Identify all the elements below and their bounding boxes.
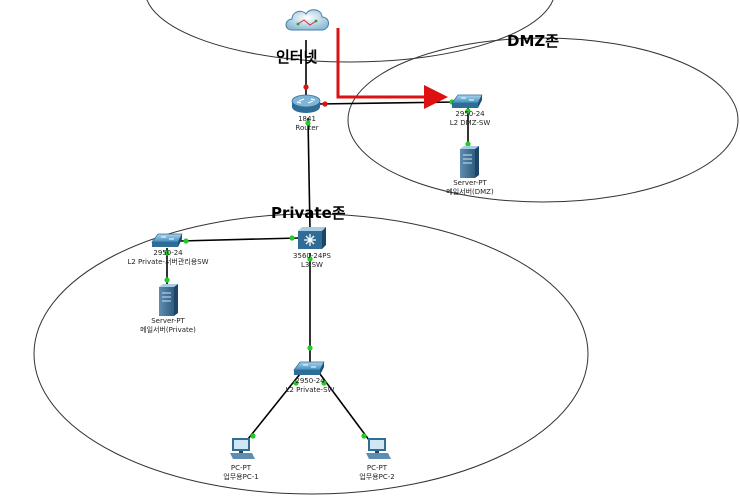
pc1-name-label: 업무용PC-1 [223,473,258,481]
router-model-label: 1841 [298,115,316,123]
router-name-label: Router [295,124,318,132]
link-l3-mgmt-switch[interactable] [179,237,300,242]
l3-switch-icon[interactable] [298,227,326,249]
dmz-switch-icon[interactable] [451,94,483,108]
pc2-name-label: 업무용PC-2 [359,473,394,481]
mgmt-switch-model-label: 2950-24 [153,249,183,257]
link-private-switch-pc1[interactable] [243,373,301,445]
internet-cloud-icon[interactable] [285,9,329,31]
dmz-switch-model-label: 2950-24 [455,110,485,118]
mgmt-switch-icon[interactable] [151,233,183,247]
private-server-name-label: 메일서버(Private) [140,325,196,334]
dmz-server-model-label: Server-PT [453,179,487,187]
dmz-zone-title: DMZ존 [507,32,559,50]
link-private-switch-pc2[interactable] [319,373,373,445]
private-server-icon[interactable] [159,284,178,316]
pc1-icon[interactable] [230,438,255,459]
l3-switch-model-label: 3560-24PS [293,252,331,260]
l3-switch-name-label: L3 SW [301,261,323,269]
link-router-l3-switch[interactable] [307,117,311,231]
private-zone-boundary [33,213,589,495]
pc1-model-label: PC-PT [231,464,252,472]
dmz-switch-name-label: L2 DMZ-SW [450,119,491,127]
link-router-dmz-switch[interactable] [317,101,459,105]
private-server-model-label: Server-PT [151,317,185,325]
internet-zone-boundary [146,0,554,63]
dmz-server-icon[interactable] [460,146,479,178]
internet-zone-title: 인터넷 [276,48,318,66]
router-icon[interactable] [291,94,321,113]
private-switch-icon[interactable] [293,361,325,375]
private-switch-name-label: L2 Private-SW [286,386,335,394]
private-zone-title: Private존 [271,204,346,222]
private-switch-model-label: 2950-24 [295,377,325,385]
pc2-icon[interactable] [366,438,391,459]
pc2-model-label: PC-PT [367,464,388,472]
traffic-flow-arrow [336,28,448,109]
dmz-zone-boundary [347,37,739,203]
dmz-server-name-label: 메일서버(DMZ) [446,187,494,196]
mgmt-switch-name-label: L2 Private-서버관리용SW [127,257,208,266]
